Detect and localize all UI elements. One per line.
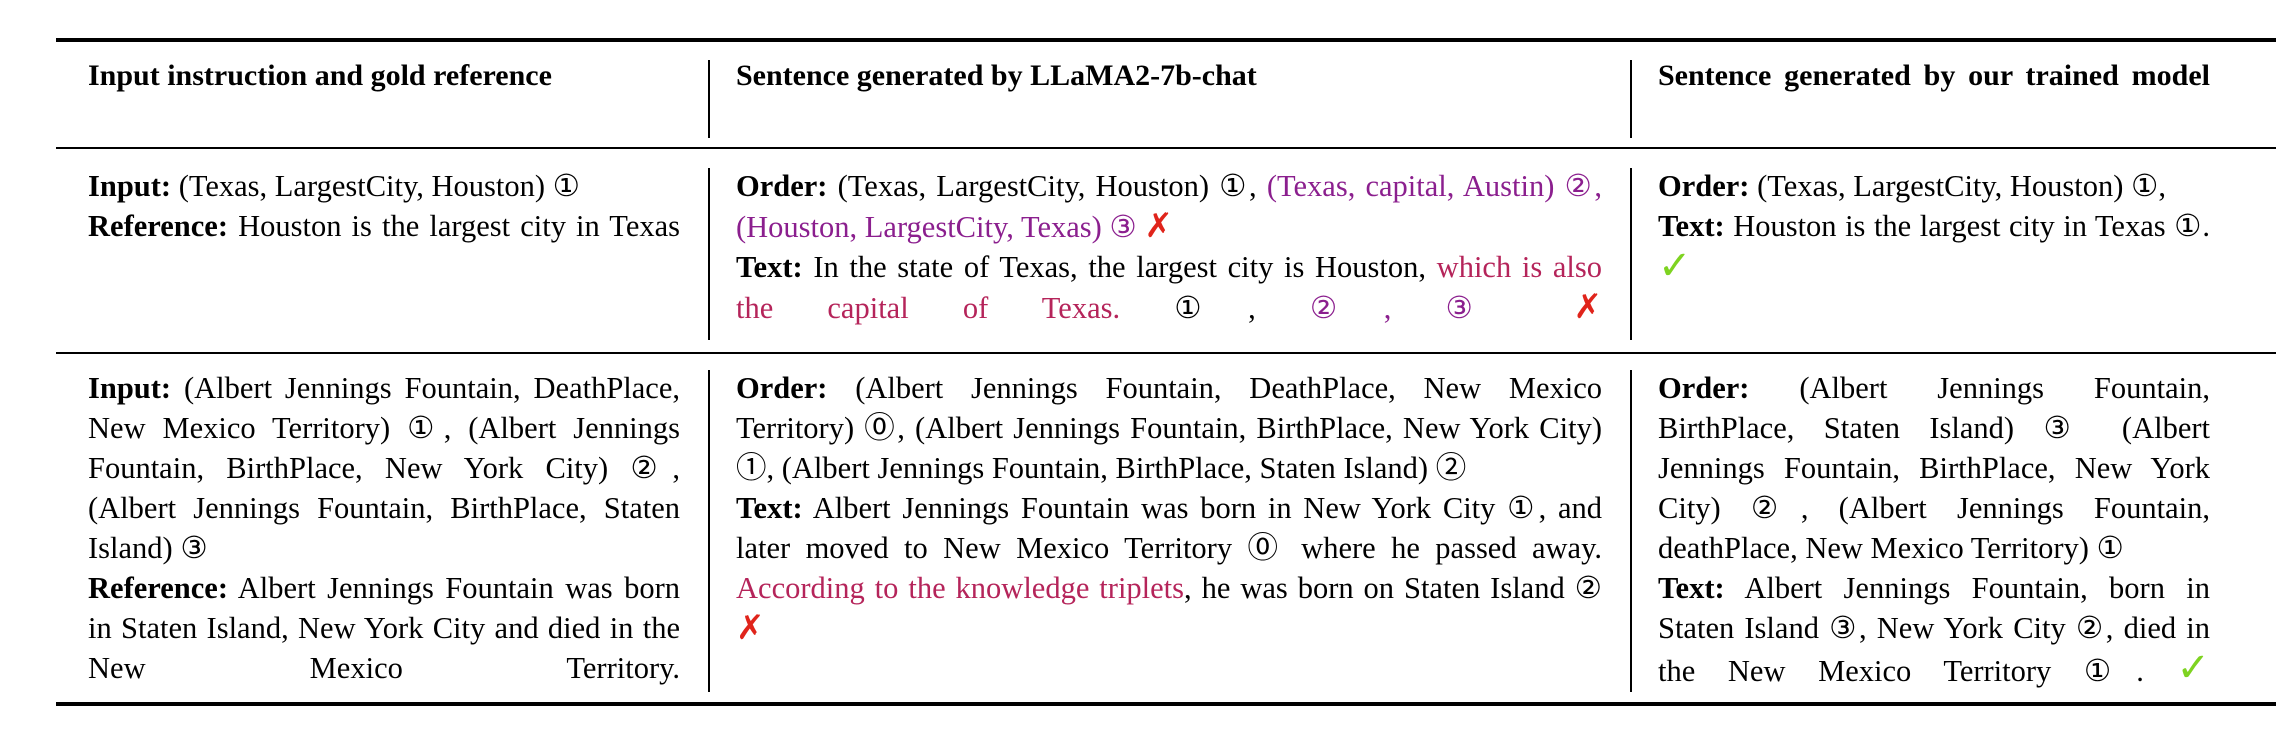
cross-mark-icon: ✗ <box>1144 206 1173 246</box>
generated-text-order-hallucinated: ②, ③ <box>1309 291 1520 325</box>
input-label: Input: <box>88 371 172 405</box>
order-text: (Texas, LargestCity, Houston) ①, <box>837 169 1257 203</box>
generated-text: In the state of Texas, the largest city … <box>813 250 1427 284</box>
row2-col1-cell: Input: (Albert Jennings Fountain, DeathP… <box>88 368 680 728</box>
order-label: Order: <box>736 371 828 405</box>
generated-text: Albert Jennings Fountain was born in New… <box>736 491 1602 565</box>
text-label: Text: <box>736 491 803 525</box>
row1-col3-cell: Order: (Texas, LargestCity, Houston) ①, … <box>1658 166 2210 329</box>
row-separator-rule <box>56 352 2276 354</box>
generated-text: Houston is the largest city in Texas ①. <box>1733 209 2211 243</box>
order-label: Order: <box>736 169 828 203</box>
input-triplets: (Texas, LargestCity, Houston) ① <box>178 169 581 203</box>
generated-text: Albert Jennings Fountain, born in Staten… <box>1658 571 2210 688</box>
check-mark-icon: ✓ <box>1658 243 1692 289</box>
table-bottom-rule <box>56 702 2276 706</box>
col-separator-1-row2 <box>708 370 710 692</box>
col-separator-1-row1 <box>708 168 710 340</box>
header-col3: Sentence generated by our trained model <box>1658 59 2210 92</box>
col-separator-2-header <box>1630 60 1632 138</box>
text-label: Text: <box>1658 571 1725 605</box>
input-triplets: (Albert Jennings Fountain, DeathPlace, N… <box>88 371 681 565</box>
row2-col3-cell: Order: (Albert Jennings Fountain, BirthP… <box>1658 368 2210 731</box>
col-separator-2-row1 <box>1630 168 1632 340</box>
order-text: (Albert Jennings Fountain, DeathPlace, N… <box>736 371 1603 485</box>
order-label: Order: <box>1658 371 1750 405</box>
generated-text-order: ①, <box>1174 291 1256 325</box>
row2-col2-cell: Order: (Albert Jennings Fountain, DeathP… <box>736 368 1602 689</box>
generated-text-tail: , he was born on Staten Island ② <box>1184 571 1602 605</box>
order-text: (Texas, LargestCity, Houston) ①, <box>1757 169 2167 203</box>
header-col2: Sentence generated by LLaMA2-7b-chat <box>736 59 1257 92</box>
input-label: Input: <box>88 169 172 203</box>
header-bottom-rule <box>56 147 2276 149</box>
order-text: (Albert Jennings Fountain, BirthPlace, S… <box>1658 371 2210 565</box>
text-label: Text: <box>736 250 803 284</box>
reference-label: Reference: <box>88 571 228 605</box>
generated-text-hallucinated: According to the knowledge triplets <box>736 571 1185 605</box>
text-label: Text: <box>1658 209 1725 243</box>
col-separator-1-header <box>708 60 710 138</box>
reference-label: Reference: <box>88 209 228 243</box>
row1-col1-cell: Input: (Texas, LargestCity, Houston) ① R… <box>88 166 680 286</box>
order-label: Order: <box>1658 169 1750 203</box>
check-mark-icon: ✓ <box>2176 645 2210 691</box>
order-text-hallucinated: (Texas, capital, Austin) ②, (Houston, La… <box>736 169 1603 244</box>
reference-text: Houston is the largest city in Texas <box>238 209 681 243</box>
row1-col2-cell: Order: (Texas, LargestCity, Houston) ①, … <box>736 166 1602 368</box>
generated-text-hallucinated: which is also the capital of Texas. <box>736 250 1602 325</box>
cross-mark-icon: ✗ <box>1573 287 1603 327</box>
reference-text: Albert Jennings Fountain was born in Sta… <box>88 571 680 685</box>
cross-mark-icon: ✗ <box>736 608 765 648</box>
col-separator-2-row2 <box>1630 370 1632 692</box>
header-col1: Input instruction and gold reference <box>88 59 552 92</box>
table-top-rule <box>56 38 2276 42</box>
